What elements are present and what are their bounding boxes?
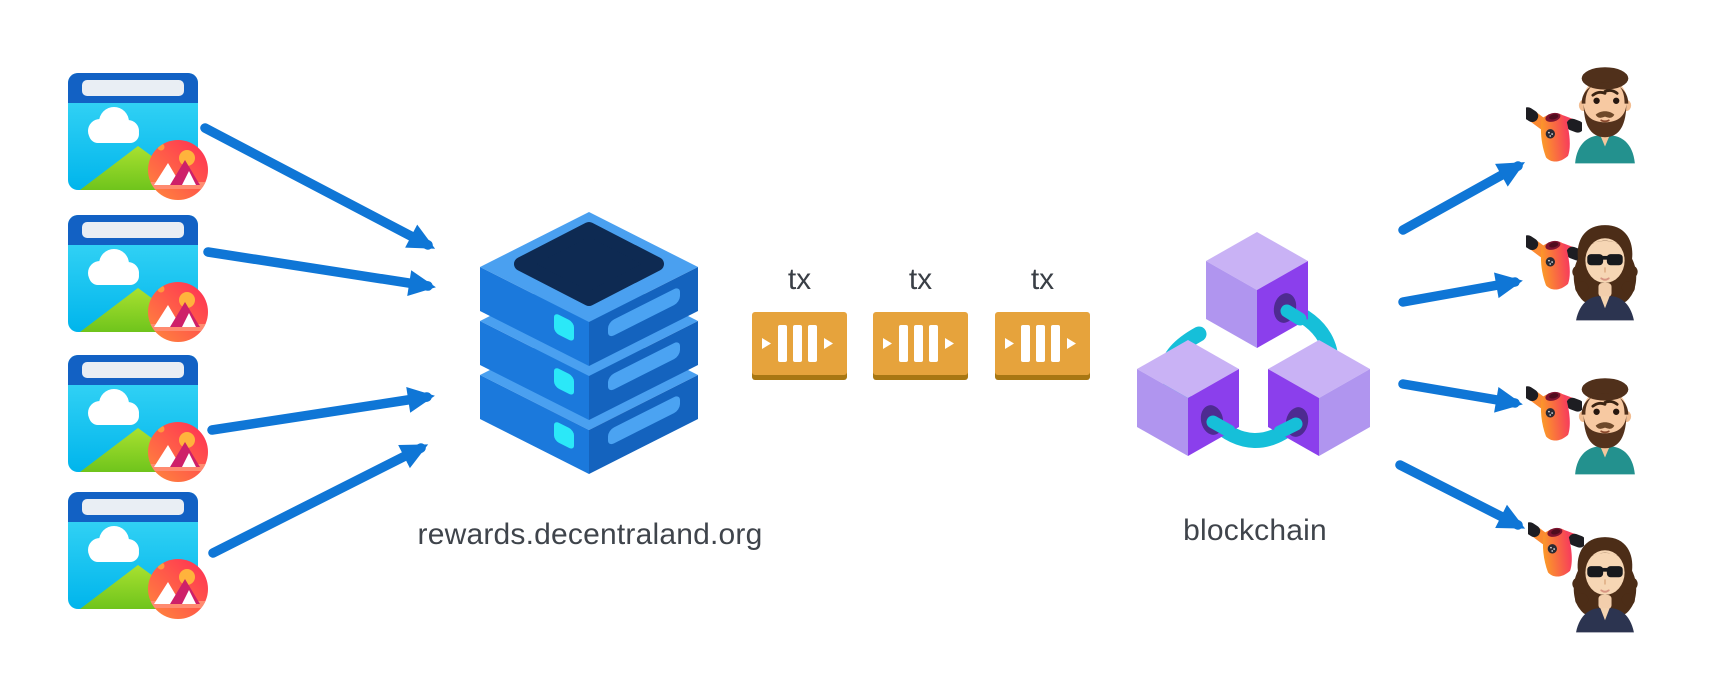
transaction-icon (873, 312, 968, 380)
browser-window-decentraland-icon (68, 492, 218, 627)
transaction-icon (752, 312, 847, 380)
tx-label-3: tx (1030, 263, 1055, 296)
transaction-icon (995, 312, 1090, 380)
woman-avatar-icon (1563, 529, 1647, 633)
tx-label-1: tx (787, 263, 812, 296)
blockchain-cubes-icon (1137, 232, 1370, 456)
man-avatar-icon (1563, 60, 1647, 164)
man-avatar-icon (1563, 371, 1647, 475)
browser-window-decentraland-icon (68, 73, 218, 208)
arrow-blockchain-to-user2 (1398, 272, 1523, 307)
blockchain-label: blockchain (1183, 514, 1327, 547)
arrow-browser4-to-server (208, 443, 429, 558)
arrow-browser3-to-server (207, 387, 435, 435)
server-stack-icon (480, 212, 698, 474)
server-screen (514, 222, 664, 306)
browser-window-decentraland-icon (68, 355, 218, 490)
arrow-blockchain-to-user1 (1398, 161, 1525, 235)
browser-window-decentraland-icon (68, 215, 218, 350)
arrow-browser2-to-server (203, 247, 436, 296)
arrow-blockchain-to-user3 (1398, 379, 1523, 413)
tx-label-2: tx (908, 263, 933, 296)
arrow-blockchain-to-user4 (1395, 460, 1526, 530)
server-label: rewards.decentraland.org (417, 518, 763, 551)
arrow-browser1-to-server (200, 123, 436, 250)
woman-avatar-icon (1563, 217, 1647, 321)
